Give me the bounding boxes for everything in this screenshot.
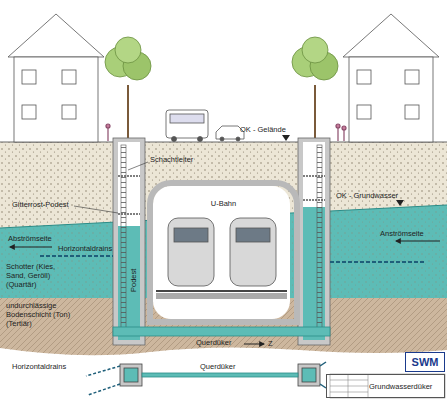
car xyxy=(216,126,244,141)
leader-line xyxy=(128,162,148,170)
culvert-pipe xyxy=(113,327,330,336)
part-label: Gitterrost-Podest xyxy=(12,200,69,209)
title-block: Grundwasserdüker xyxy=(326,374,445,398)
leader-line xyxy=(74,206,118,213)
level-marker xyxy=(282,135,290,141)
level-label: OK - Gelände xyxy=(240,125,286,134)
flow-label: Abströmseite xyxy=(8,234,52,243)
part-label: Horizontaldrains xyxy=(58,244,112,253)
horizontal-drain xyxy=(40,255,113,257)
direction-arrow xyxy=(244,344,264,345)
flow-arrow xyxy=(10,247,52,248)
flow-label: Anströmseite xyxy=(380,229,424,238)
soil-label: undurchlässige Bodenschicht (Ton) (Terti… xyxy=(6,301,74,328)
node-text: Grundwasserdüker xyxy=(369,383,444,392)
flow-arrow xyxy=(396,241,440,242)
bus xyxy=(166,110,208,142)
level-label: OK - Grundwasser xyxy=(336,191,398,200)
tree xyxy=(105,37,338,142)
tunnel-tube: U-Bahn xyxy=(147,180,300,325)
node-text: U-Bahn xyxy=(153,200,294,209)
part-label: Schachtleiter xyxy=(150,155,193,164)
title-block-grid xyxy=(330,374,445,398)
shaft xyxy=(113,138,330,345)
company-logo: SWM xyxy=(405,352,445,372)
node-text: SWM xyxy=(406,356,444,369)
part-label: Podest xyxy=(129,269,138,292)
train xyxy=(156,218,287,299)
part-label: Querdüker xyxy=(196,338,231,347)
house xyxy=(8,14,439,142)
soil-label: Schotter (Kies, Sand, Geröll) (Quartär) xyxy=(6,262,72,289)
plan-view xyxy=(86,362,326,395)
part-label: Horizontaldrains xyxy=(12,362,66,371)
horizontal-drain xyxy=(330,261,425,263)
direction-label: Z xyxy=(268,339,273,348)
level-marker xyxy=(396,200,404,206)
part-label: Querdüker xyxy=(200,362,235,371)
